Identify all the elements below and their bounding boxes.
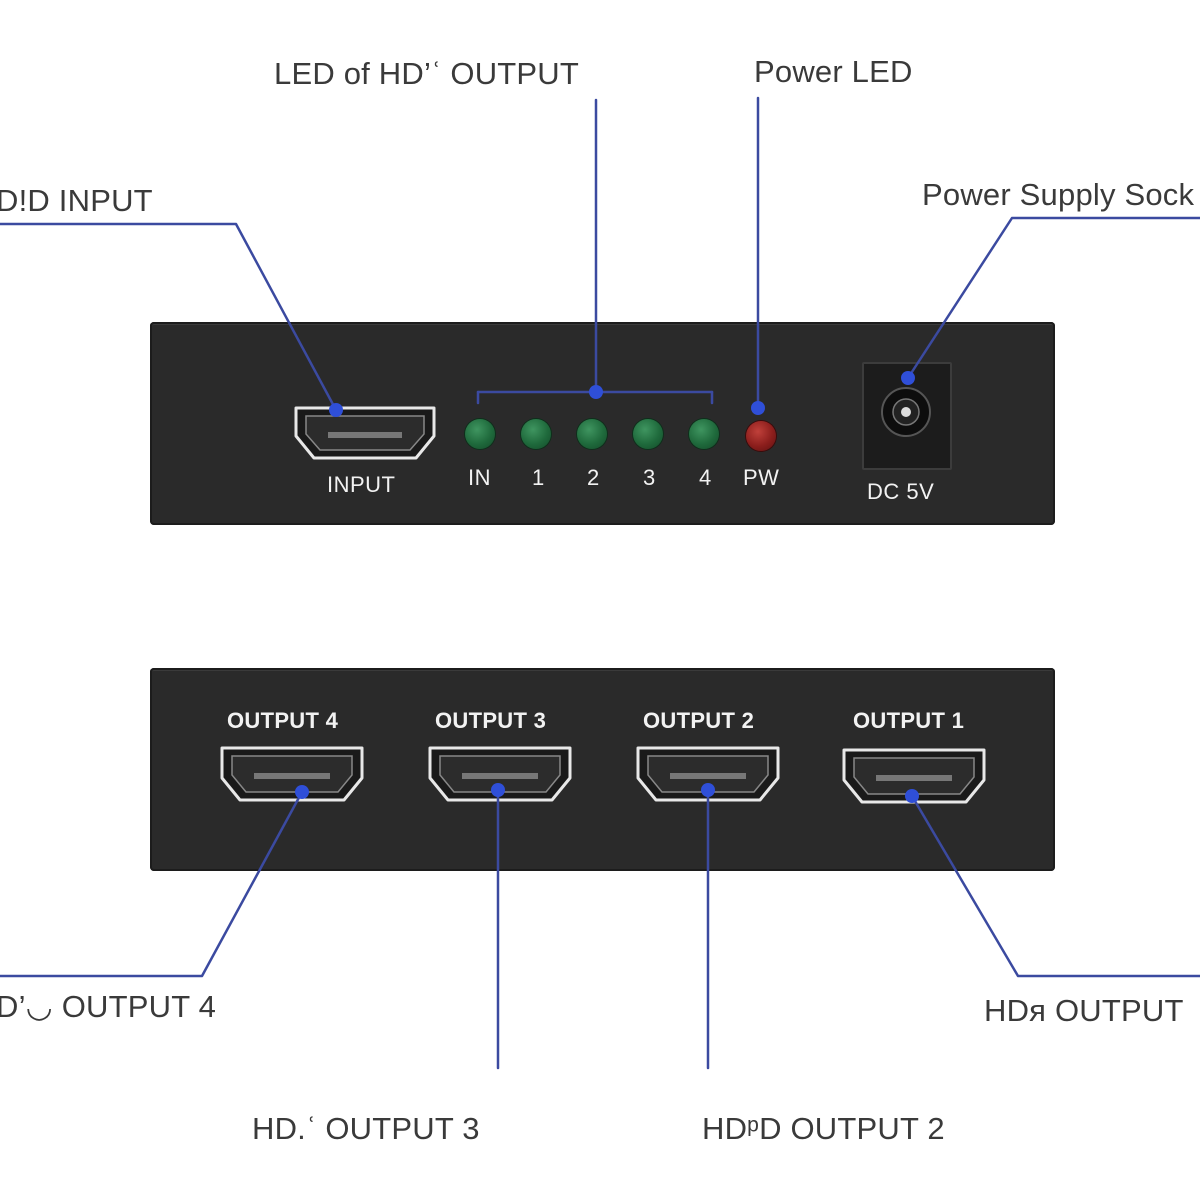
callout-hdmi-output-4: D’◡ OUTPUT 4 (0, 989, 217, 1024)
hdmi-input-port (294, 406, 436, 460)
led-label-4: 4 (699, 465, 712, 490)
led-4-indicator (689, 419, 719, 449)
led-pw-indicator (746, 421, 776, 451)
led-label-2: 2 (587, 465, 600, 490)
callout-hdmi-output-3: HD.ʿ OUTPUT 3 (252, 1111, 480, 1146)
hdmi-output-2-port (636, 746, 780, 802)
callout-power-led: Power LED (754, 54, 913, 89)
led-label-in: IN (468, 465, 491, 490)
hdmi-output-4-port (220, 746, 364, 802)
input-port-label: INPUT (327, 472, 396, 497)
led-label-pw: PW (743, 465, 780, 490)
led-label-3: 3 (643, 465, 656, 490)
led-2-indicator (577, 419, 607, 449)
callout-hdmi-output-1: HDᴙ OUTPUT (984, 993, 1184, 1028)
led-label-1: 1 (532, 465, 545, 490)
output-1-label: OUTPUT 1 (853, 708, 965, 733)
output-2-label: OUTPUT 2 (643, 708, 755, 733)
callout-hdmi-output-2: HDᵖD OUTPUT 2 (702, 1111, 945, 1146)
callout-power-supply-socket: Power Supply Sock (922, 177, 1195, 212)
dc-socket-icon (881, 387, 931, 437)
callout-hdmi-input: D!D INPUT (0, 183, 153, 218)
output-4-label: OUTPUT 4 (227, 708, 339, 733)
hdmi-output-1-port (842, 748, 986, 804)
hdmi-output-3-port (428, 746, 572, 802)
output-3-label: OUTPUT 3 (435, 708, 547, 733)
led-in-indicator (465, 419, 495, 449)
dc-5v-label: DC 5V (867, 479, 935, 504)
led-1-indicator (521, 419, 551, 449)
callout-led-of-hdmi-output: LED of HD’ʿ OUTPUT (274, 56, 580, 91)
led-3-indicator (633, 419, 663, 449)
